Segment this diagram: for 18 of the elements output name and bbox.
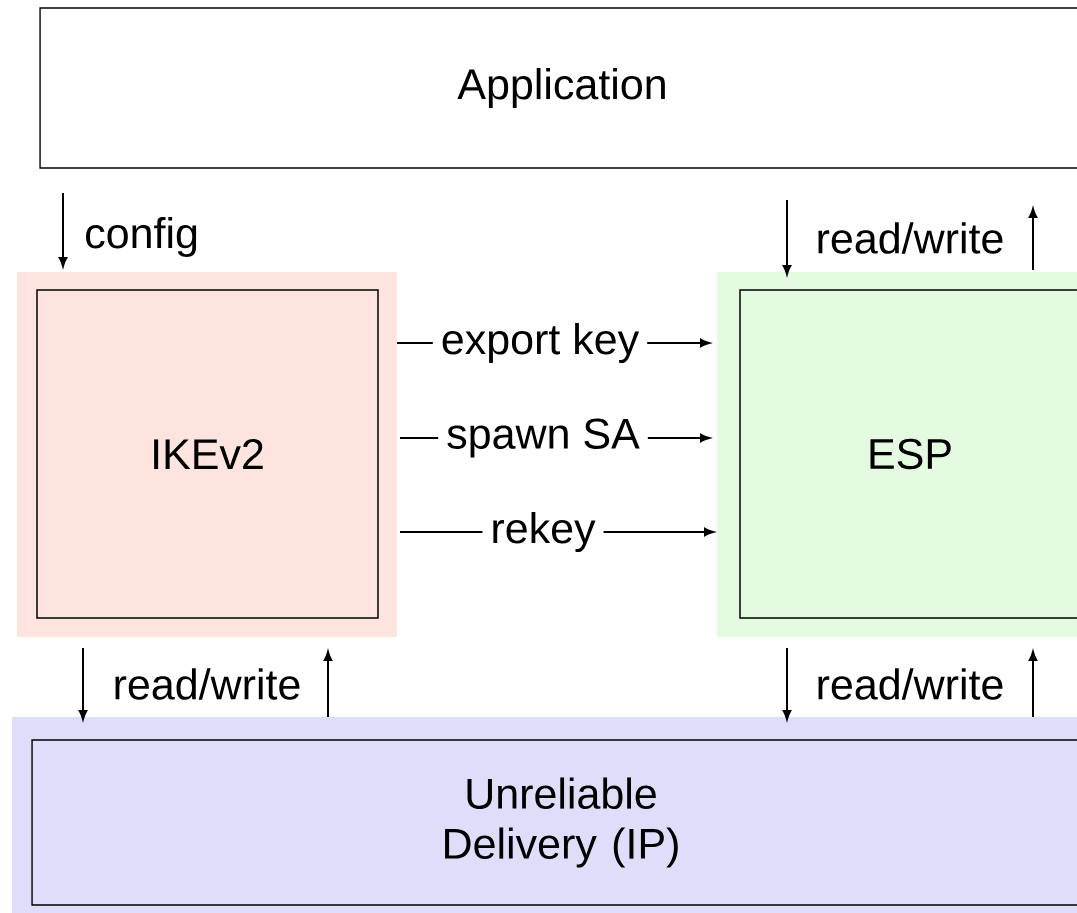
layer-box: Unreliable Delivery (IP) bbox=[31, 739, 1077, 906]
arrow bbox=[323, 651, 333, 718]
arrow bbox=[782, 647, 792, 720]
edge-label: read/write bbox=[807, 220, 1013, 256]
edge-label: rekey bbox=[482, 509, 604, 555]
edge-label: spawn SA bbox=[438, 416, 648, 460]
edge-label: export key bbox=[432, 320, 648, 366]
edge-label: read/write bbox=[807, 666, 1013, 702]
edge-label: config bbox=[76, 214, 207, 260]
arrow bbox=[58, 192, 68, 267]
arrow bbox=[78, 647, 88, 720]
edge-label: read/write bbox=[104, 666, 310, 702]
arrow bbox=[1028, 651, 1038, 718]
arrow bbox=[782, 199, 792, 275]
process-box: ESP bbox=[739, 289, 1077, 619]
application-box: Application bbox=[39, 7, 1077, 169]
process-box: IKEv2 bbox=[36, 289, 379, 619]
arrow bbox=[1028, 208, 1038, 271]
